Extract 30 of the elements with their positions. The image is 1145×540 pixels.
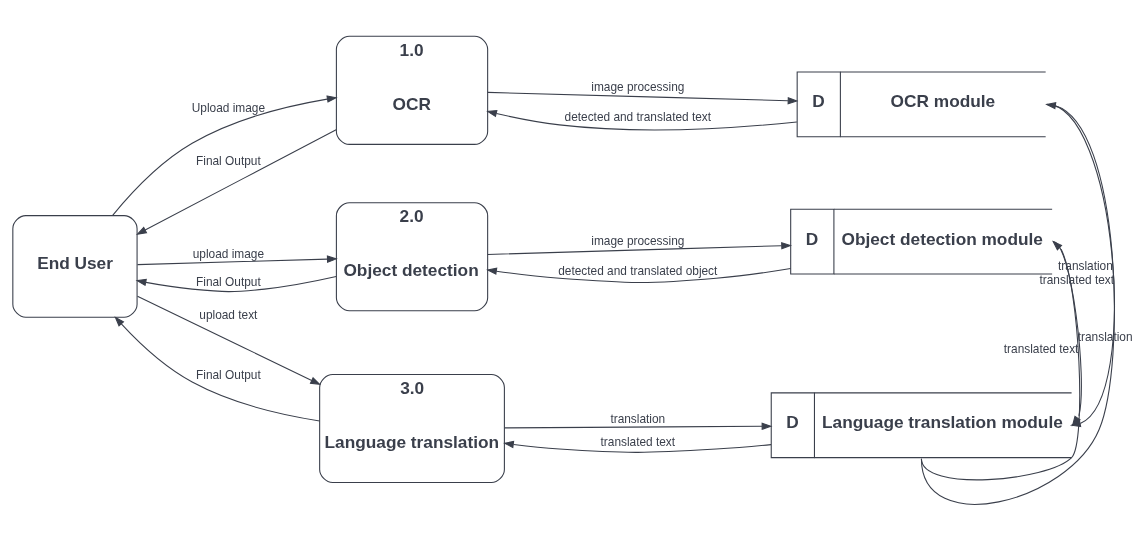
arrow (504, 421, 773, 430)
arrow (487, 91, 799, 104)
edge-label: translated text (1003, 341, 1079, 356)
arrow (503, 440, 772, 453)
arrow (136, 128, 337, 235)
arrow (111, 94, 338, 216)
arrow (135, 275, 337, 292)
node-box: 1.0 OCR (335, 35, 489, 145)
edge-label: image processing (591, 233, 685, 248)
node-box: End User (12, 214, 138, 318)
arrow (136, 254, 338, 265)
arrow (486, 109, 798, 130)
arrow (487, 241, 793, 255)
arrow (920, 101, 1115, 505)
edge-label: translated text (600, 434, 676, 449)
node-box: 3.0 Language translation (319, 373, 505, 483)
edge-label: Final Output (196, 274, 261, 289)
edge-label: Final Output (196, 367, 261, 382)
edge-label: Final Output (196, 153, 261, 168)
arrow (486, 267, 792, 283)
edge-label: detected and translated object (558, 263, 718, 278)
edge-label: upload image (192, 246, 265, 261)
edge-label: Upload image (191, 100, 265, 115)
edge-label: detected and translated text (564, 109, 712, 124)
edge-label: image processing (591, 79, 685, 94)
arrow (136, 295, 322, 385)
node-box: 2.0 Object detection (335, 201, 489, 311)
edge-label: translation (610, 411, 666, 426)
edge-label: upload text (199, 307, 258, 322)
arrow (114, 315, 321, 421)
